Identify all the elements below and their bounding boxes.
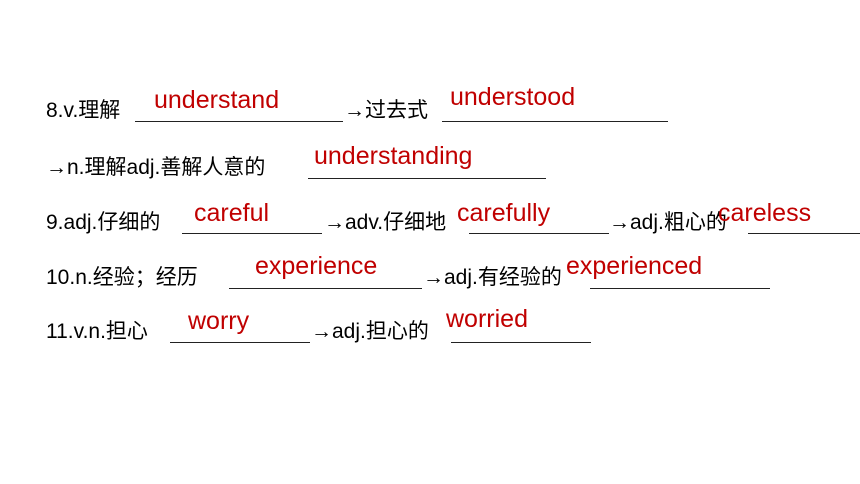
row-prompt: 10.n.经验；经历 [46, 266, 198, 289]
answer-text: experienced [566, 252, 703, 280]
answer-blank [229, 288, 422, 289]
answer-blank [590, 288, 770, 289]
row-arrow-label: →adv.仔细地 [324, 211, 447, 234]
row-arrow-label: →adj.粗心的 [609, 211, 727, 234]
answer-text: carefully [457, 199, 551, 227]
answer-blank [442, 121, 668, 122]
row-arrow-label: →过去式 [344, 99, 428, 122]
answer-text: worry [188, 307, 250, 335]
row-prompt: →n.理解adj.善解人意的 [46, 156, 266, 179]
answer-text: careless [718, 199, 812, 227]
answer-blank [451, 342, 591, 343]
row-prompt: 9.adj.仔细的 [46, 211, 161, 234]
answer-blank [135, 121, 343, 122]
answer-text: understand [154, 86, 280, 114]
answer-blank [182, 233, 322, 234]
row-arrow-label: →adj.担心的 [311, 320, 429, 343]
row-prompt: 11.v.n.担心 [46, 320, 148, 343]
answer-blank [308, 178, 546, 179]
answer-text: worried [446, 305, 528, 333]
row-prompt: 8.v.理解 [46, 99, 121, 122]
row-arrow-label: →adj.有经验的 [423, 266, 562, 289]
answer-text: understanding [314, 142, 473, 170]
answer-blank [469, 233, 609, 234]
answer-text: understood [450, 83, 576, 111]
answer-text: experience [255, 252, 378, 280]
answer-text: careful [194, 199, 270, 227]
answer-blank [170, 342, 310, 343]
answer-blank [748, 233, 860, 234]
